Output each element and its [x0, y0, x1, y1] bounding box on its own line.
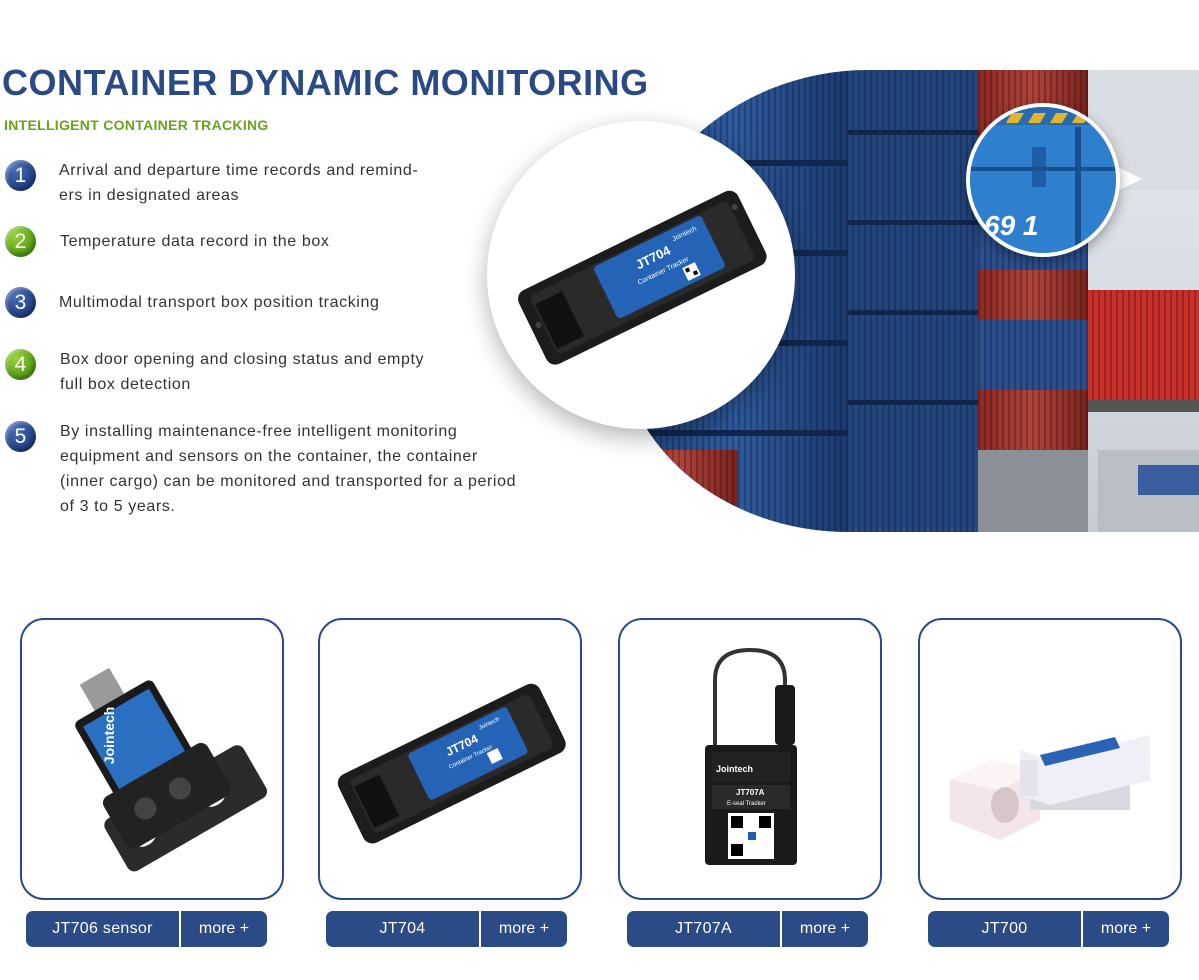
product-name-button-jt706[interactable]: JT706 sensor	[26, 911, 179, 947]
feature-text-1: Arrival and departure time records and r…	[59, 158, 479, 208]
feature-line: Box door opening and closing status and …	[60, 351, 425, 368]
feature-line: By installing maintenance-free intellige…	[60, 423, 458, 440]
feature-line: Temperature data record in the box	[60, 233, 330, 250]
jt704-device-image: JT704 Container Tracker Jointech	[518, 190, 767, 365]
jt700-lock-image: Jointech	[950, 725, 1150, 840]
product-bar-jt707a: JT707A more +	[627, 911, 868, 947]
feature-line: (inner cargo) can be monitored and trans…	[60, 473, 517, 490]
more-button-jt700[interactable]: more +	[1083, 911, 1169, 947]
more-button-jt706[interactable]: more +	[181, 911, 267, 947]
product-name-button-jt707a[interactable]: JT707A	[627, 911, 780, 947]
number-badge-5: 5	[5, 421, 36, 452]
product-name-button-jt700[interactable]: JT700	[928, 911, 1081, 947]
product-card-jt706[interactable]: Jointech	[20, 618, 284, 900]
product-card-jt704[interactable]: JT704 Container Tracker Jointech	[318, 618, 582, 900]
container-door-detail: 69 1	[970, 107, 1116, 253]
page-title: CONTAINER DYNAMIC MONITORING	[2, 62, 649, 103]
jt707a-eseal-image: Jointech JT707A E-seal Tracker	[705, 647, 797, 865]
product-bar-jt700: JT700 more +	[928, 911, 1169, 947]
feature-line: equipment and sensors on the container, …	[60, 448, 478, 465]
feature-line: Arrival and departure time records and r…	[59, 162, 419, 179]
more-button-jt707a[interactable]: more +	[782, 911, 868, 947]
feature-line: of 3 to 5 years.	[60, 498, 176, 515]
product-bar-jt704: JT704 more +	[326, 911, 567, 947]
more-button-jt704[interactable]: more +	[481, 911, 567, 947]
feature-text-2: Temperature data record in the box	[60, 229, 480, 254]
number-badge-3: 3	[5, 287, 36, 318]
number-badge-4: 4	[5, 349, 36, 380]
product-card-jt707a[interactable]: Jointech JT707A E-seal Tracker	[618, 618, 882, 900]
jt707a-caption-label: E-seal Tracker	[727, 801, 766, 807]
device-spotlight: JT704 Container Tracker Jointech	[487, 121, 795, 429]
product-name-button-jt704[interactable]: JT704	[326, 911, 479, 947]
feature-line: Multimodal transport box position tracki…	[59, 294, 380, 311]
feature-line: ers in designated areas	[59, 187, 240, 204]
product-bar-jt706: JT706 sensor more +	[26, 911, 267, 947]
zoom-detail-image: 69 1	[966, 103, 1120, 257]
product-card-jt700[interactable]: Jointech	[918, 618, 1182, 900]
number-badge-1: 1	[5, 160, 36, 191]
jt707a-model-label: JT707A	[736, 788, 765, 797]
feature-line: full box detection	[60, 376, 191, 393]
jt704-product-image: JT704 Container Tracker Jointech	[337, 683, 566, 844]
jt706-sensor-image: Jointech	[75, 667, 268, 872]
feature-text-5: By installing maintenance-free intellige…	[60, 419, 560, 519]
jt707a-brand-label: Jointech	[716, 764, 753, 774]
feature-text-4: Box door opening and closing status and …	[60, 347, 480, 397]
feature-text-3: Multimodal transport box position tracki…	[59, 290, 479, 315]
number-badge-2: 2	[5, 226, 36, 257]
page-subtitle: INTELLIGENT CONTAINER TRACKING	[4, 117, 269, 133]
zoom-digits: 69 1	[984, 210, 1039, 241]
jt706-brand-label: Jointech	[101, 707, 117, 765]
